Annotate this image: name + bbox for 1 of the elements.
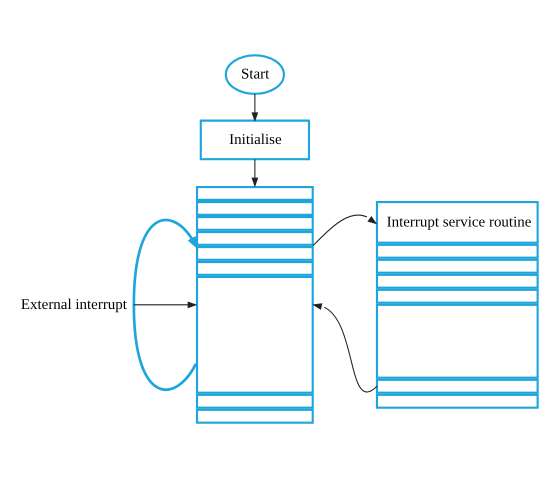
node-text: External interrupt (20, 296, 127, 313)
